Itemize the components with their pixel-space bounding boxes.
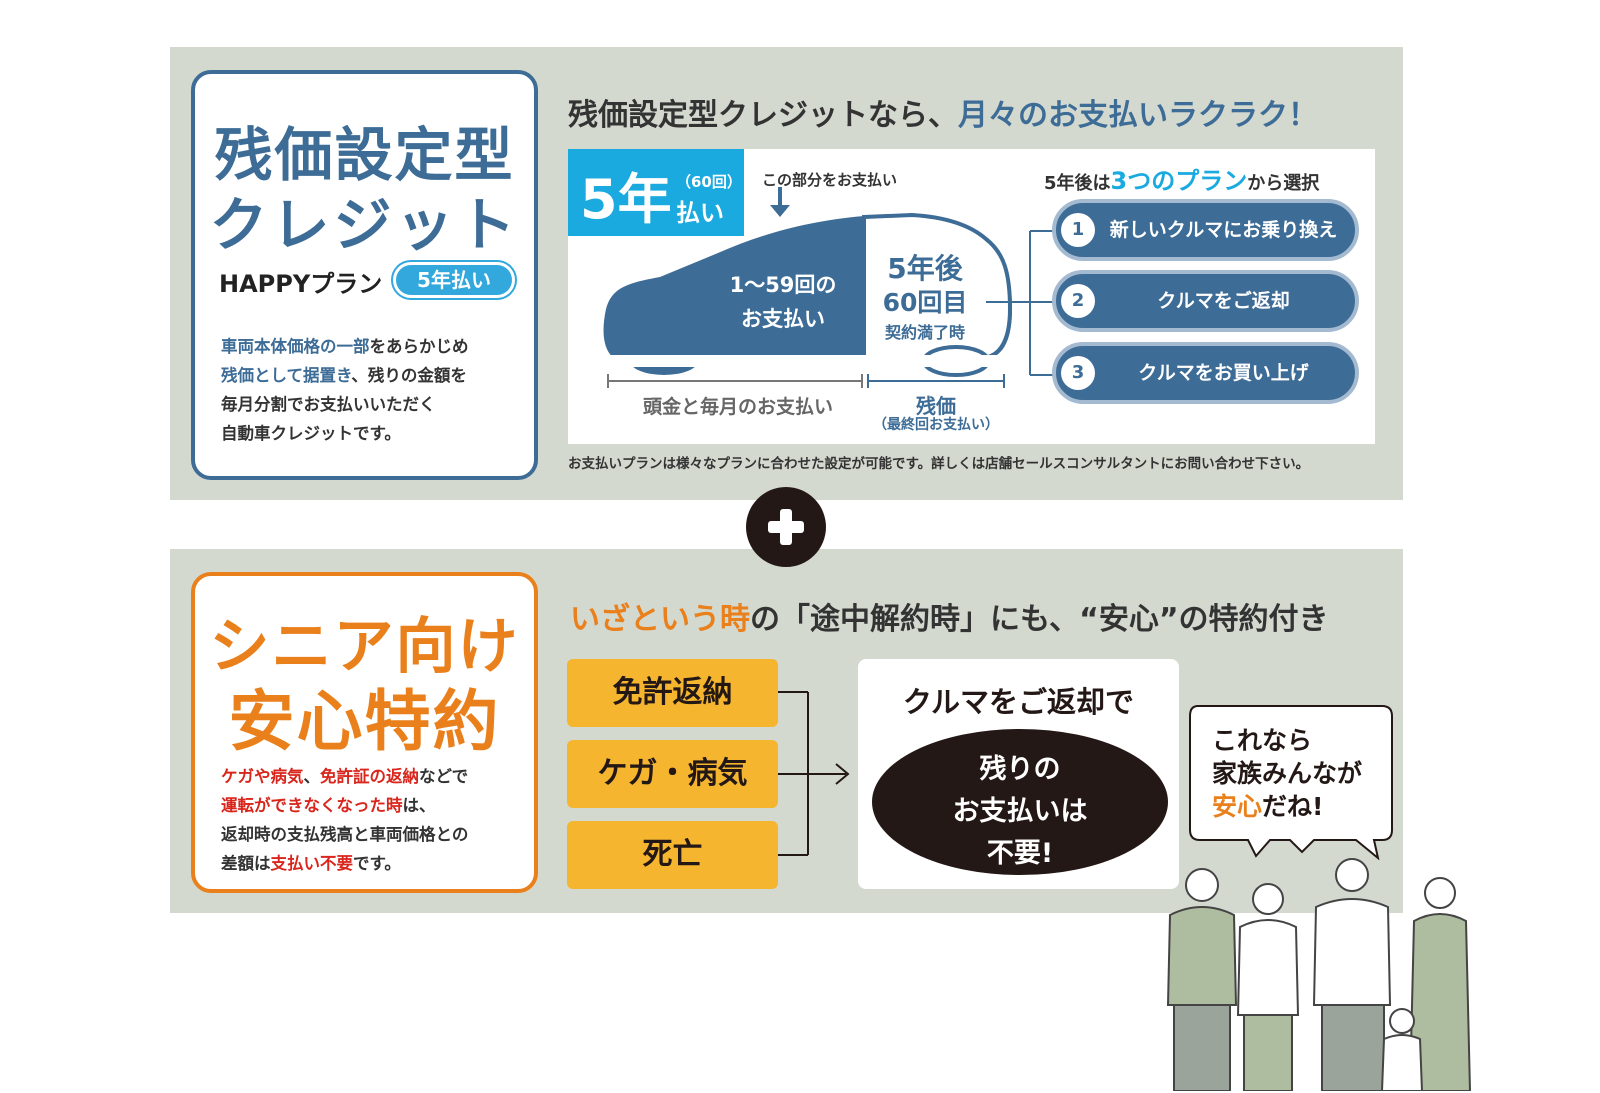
result-title: クルマをご返却で bbox=[902, 685, 1135, 719]
down-payment-label: 頭金と毎月のお支払い bbox=[642, 396, 833, 418]
desc-text: 自動車クレジットです。 bbox=[221, 424, 401, 443]
grandmother-figure bbox=[1236, 883, 1300, 1091]
desc-text: 返却時の支払残高と車両価格との bbox=[221, 825, 469, 844]
senior-headline: いざという時の「途中解約時」にも、“安心”の特約付き bbox=[570, 594, 1329, 638]
plan-label: クルマをご返却 bbox=[1157, 290, 1290, 312]
plans-title-highlight: 3つのプラン bbox=[1110, 167, 1248, 195]
plan-badge: 5年払い bbox=[391, 260, 517, 300]
desc-highlight: 支払い不要 bbox=[270, 854, 354, 873]
desc-text: は、 bbox=[402, 796, 436, 815]
headline-highlight: いざという時 bbox=[570, 602, 750, 637]
child-figure bbox=[1380, 1008, 1424, 1091]
headline-text: 残価設定型クレジットなら、 bbox=[568, 98, 958, 133]
credit-title-line2: クレジット bbox=[209, 191, 520, 259]
disclaimer: お支払いプランは様々なプランに合わせた設定が可能です。詳しくは店舗セールスコンサ… bbox=[568, 456, 1310, 472]
bubble-line: これなら bbox=[1212, 726, 1313, 755]
senior-title-line1: シニア向け bbox=[209, 612, 520, 682]
car-label-after-5-years: 5年後 bbox=[887, 252, 963, 285]
car-diagram-graphic bbox=[603, 187, 1054, 388]
credit-diagram: 5年 （60回） 払い この部分をお支払い 1〜59回の お支払い 5年後 60… bbox=[568, 149, 1375, 444]
desc-text: 差額は bbox=[221, 854, 271, 873]
desc-text: などで bbox=[419, 767, 469, 786]
reason-connector bbox=[778, 691, 850, 856]
plans-title-text: から選択 bbox=[1247, 173, 1320, 194]
reason-license-return: 免許返納 bbox=[567, 659, 778, 727]
pay-part-label: この部分をお支払い bbox=[762, 171, 898, 189]
speech-bubble bbox=[1189, 705, 1393, 860]
plans-title-text: 5年後は bbox=[1044, 173, 1111, 194]
mother-figure bbox=[1408, 877, 1472, 1091]
senior-description: ケガや病気、免許証の返納などで 運転ができなくなった時は、 返却時の支払残高と車… bbox=[221, 762, 468, 878]
reason-death: 死亡 bbox=[567, 821, 778, 889]
residual-label: 残価 bbox=[916, 394, 956, 418]
car-label-installments: 1〜59回の bbox=[729, 273, 837, 297]
plan-badge-text: 5年払い bbox=[396, 265, 512, 295]
credit-headline: 残価設定型クレジットなら、月々のお支払いラクラク！ bbox=[568, 90, 1318, 134]
years-badge: 5年 （60回） 払い bbox=[568, 149, 744, 236]
bubble-line: 家族みんなが bbox=[1212, 759, 1363, 788]
family-illustration bbox=[1166, 858, 1472, 1091]
father-figure bbox=[1312, 858, 1392, 1091]
desc-highlight: 免許証の返納 bbox=[320, 767, 419, 786]
credit-description: 車両本体価格の一部をあらかじめ 残価として据置き、残りの金額を 毎月分割でお支払… bbox=[221, 332, 469, 448]
plan-option-1: 1 新しいクルマにお乗り換え bbox=[1052, 199, 1359, 261]
speech-bubble-text: これなら 家族みんなが 安心だね! bbox=[1212, 724, 1362, 823]
result-oval: 残りの お支払いは 不要! bbox=[872, 729, 1168, 875]
grandfather-figure bbox=[1166, 868, 1238, 1091]
credit-title-line1: 残価設定型 bbox=[214, 121, 515, 189]
plan-number: 1 bbox=[1061, 213, 1095, 247]
desc-highlight: 運転ができなくなった時 bbox=[221, 796, 403, 815]
senior-title-line2: 安心特約 bbox=[228, 683, 501, 760]
ground-mask bbox=[604, 355, 1014, 367]
reason-injury-illness: ケガ・病気 bbox=[567, 740, 778, 808]
credit-card: 残価設定型 クレジット HAPPYプラン 5年払い 車両本体価格の一部をあらかじ… bbox=[191, 70, 538, 480]
desc-highlight: ケガや病気 bbox=[221, 767, 304, 786]
bubble-line: だね! bbox=[1262, 792, 1324, 821]
senior-card: シニア向け 安心特約 ケガや病気、免許証の返納などで 運転ができなくなった時は、… bbox=[191, 572, 538, 893]
desc-text: 、残りの金額を bbox=[351, 366, 467, 385]
plan-option-3: 3 クルマをお買い上げ bbox=[1052, 342, 1359, 404]
plan-number: 2 bbox=[1061, 284, 1095, 318]
residual-sub-label: （最終回お支払い） bbox=[873, 417, 999, 433]
result-line: 不要! bbox=[986, 838, 1054, 869]
years-pay: 払い bbox=[676, 199, 724, 227]
desc-text: 、 bbox=[303, 767, 321, 786]
car-label-contract-end: 契約満了時 bbox=[884, 323, 965, 342]
plan-label: クルマをお買い上げ bbox=[1138, 362, 1309, 384]
desc-text: です。 bbox=[353, 854, 401, 873]
result-box: クルマをご返却で 残りの お支払いは 不要! bbox=[858, 659, 1179, 889]
plus-glyph bbox=[768, 509, 804, 545]
desc-highlight: 車両本体価格の一部 bbox=[221, 337, 370, 356]
headline-text: の「途中解約時」にも、“安心”の特約付き bbox=[750, 602, 1329, 637]
plan-option-2: 2 クルマをご返却 bbox=[1052, 270, 1359, 332]
arrow-down-head bbox=[770, 205, 790, 217]
plus-icon bbox=[746, 487, 826, 567]
years-big: 5年 bbox=[580, 168, 672, 231]
years-count: （60回） bbox=[676, 173, 742, 191]
bubble-highlight: 安心 bbox=[1212, 792, 1263, 821]
plan-label: 新しいクルマにお乗り換え bbox=[1109, 219, 1338, 241]
desc-text: 毎月分割でお支払いいただく bbox=[221, 395, 436, 414]
car-label-payment: お支払い bbox=[741, 307, 825, 331]
arrow-right-icon bbox=[835, 763, 850, 785]
desc-text: をあらかじめ bbox=[369, 337, 469, 356]
plan-number: 3 bbox=[1061, 356, 1095, 390]
plans-title: 5年後は3つのプランから選択 bbox=[1044, 161, 1319, 196]
car-residual-part bbox=[862, 212, 1013, 359]
result-line: 残りの bbox=[979, 754, 1061, 785]
car-label-60th: 60回目 bbox=[882, 288, 968, 317]
desc-highlight: 残価として据置き bbox=[221, 366, 352, 385]
result-line: お支払いは bbox=[952, 796, 1088, 827]
headline-highlight: 月々のお支払いラクラク！ bbox=[958, 98, 1318, 133]
happy-plan-label: HAPPYプラン bbox=[219, 270, 383, 298]
